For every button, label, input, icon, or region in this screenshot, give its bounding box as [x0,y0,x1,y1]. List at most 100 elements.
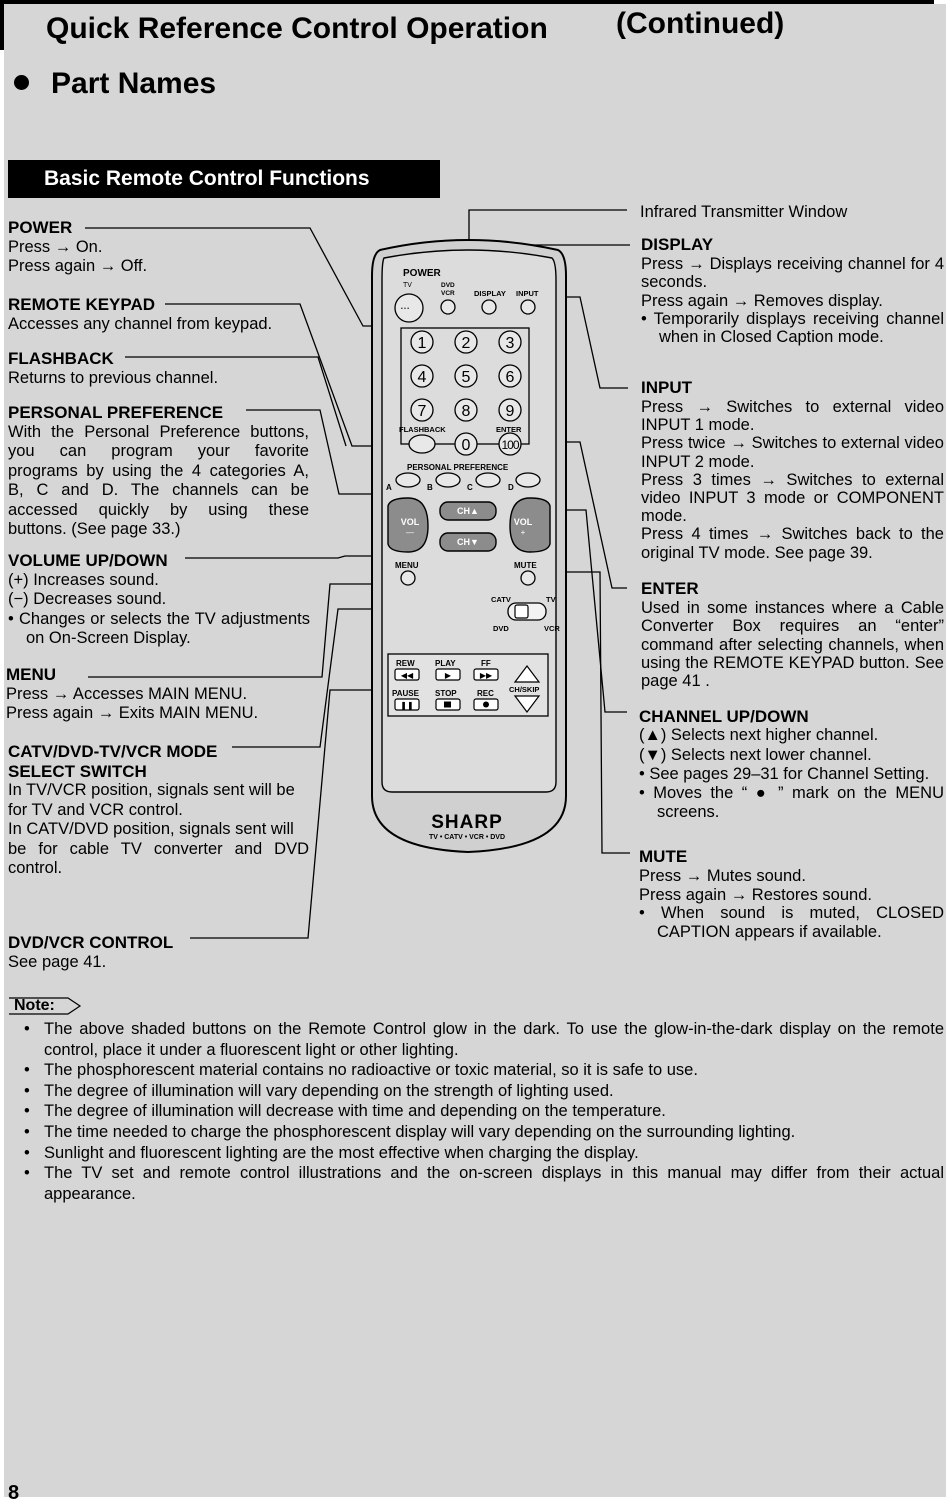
mute-line-1: Press → Mutes sound. [639,867,806,885]
pp-c-button[interactable] [475,472,501,488]
remote-zero-button[interactable] [454,432,478,456]
key-6[interactable]: 6 [506,369,515,386]
channel-block: CHANNEL UP/DOWN (▲) Selects next higher … [639,707,944,823]
display-text-1: Press → Displays receiving channel for 4… [641,255,944,292]
key-7[interactable]: 7 [418,403,427,420]
ch-up-label: CH▲ [457,506,479,516]
vol-minus-button[interactable] [387,497,429,553]
rec-icon [483,701,489,708]
menu-line-1: Press → Accesses MAIN MENU. [6,684,248,703]
flashback-line-1: Returns to previous channel. [8,368,219,387]
key-5[interactable]: 5 [462,369,471,386]
volume-line-2: (−) Decreases sound. [8,590,167,608]
key-4[interactable]: 4 [418,369,427,386]
mode-line-3: In CATV/DVD position, signals sent will [8,820,294,838]
mode-line-5: control. [8,859,63,877]
pp-b-button[interactable] [435,472,461,488]
personal-line-6: buttons. (See page 33.) [8,520,181,538]
volume-block: VOLUME UP/DOWN (+) Increases sound. (−) … [8,551,310,649]
note-item: The degree of illumination will vary dep… [24,1081,944,1102]
leader-menu [88,583,400,678]
display-text-2: Press again → Removes display. [641,291,883,310]
pp-c-label: C [467,483,473,492]
remote-dvd-vcr-button[interactable] [440,299,456,315]
part-names-heading: Part Names [14,66,216,102]
remote-input-label: INPUT [516,289,539,298]
chskip-label: CH/SKIP [509,685,539,694]
key-2[interactable]: 2 [462,335,471,352]
chskip-down-button[interactable] [513,695,541,713]
pause-label: PAUSE [392,689,420,698]
remote-menu-button[interactable] [400,570,416,586]
play-button[interactable] [435,668,461,681]
ch-down-button[interactable] [439,532,497,552]
volume-bullet: • Changes or selects the TV adjustments … [8,609,310,648]
remote-power-button[interactable] [394,293,424,323]
personal-line-5: accessed quickly by using these [8,500,309,519]
note-item: The TV set and remote control illustrati… [24,1163,944,1204]
rew-button[interactable] [394,668,420,681]
dvd-line-1: See page 41. [8,952,107,971]
mute-block: MUTE Press → Mutes sound. Press again → … [639,847,944,941]
pp-a-button[interactable] [395,472,421,488]
svg-text:• • •: • • • [401,306,409,312]
page-title-suffix: (Continued) [616,7,785,40]
key-1[interactable]: 1 [418,335,427,352]
menu-title: MENU [6,665,57,684]
personal-line-3: programs by using the 4 categories A, [8,461,309,480]
ff-button[interactable] [473,668,499,681]
mode-line-4: be for cable TV converter and DVD [8,839,309,858]
personal-block: PERSONAL PREFERENCE With the Personal Pr… [8,403,309,540]
switch-tv-label: TV [546,595,556,604]
key-8[interactable]: 8 [462,403,471,420]
remote-enter-label: ENTER [496,425,522,434]
stop-icon [444,701,451,708]
ch-up-button[interactable] [439,501,497,521]
personal-line-1: With the Personal Preference buttons, [8,422,309,441]
sharp-tagline: TV • CATV • VCR • DVD [429,834,505,841]
leader-personal [246,409,380,495]
mode-title-1: CATV/DVD-TV/VCR MODE [8,742,218,761]
personal-title: PERSONAL PREFERENCE [8,403,224,422]
remote-vcr-label: VCR [441,290,455,297]
pause-icon: ❚❚ [400,701,413,710]
pause-button[interactable] [394,698,420,711]
mute-bullet: • When sound is muted, CLOSED CAPTION ap… [639,904,944,941]
remote-display-button[interactable] [481,299,497,315]
section-title-bar: Basic Remote Control Functions [8,160,440,198]
ff-icon: ▶▶ [480,671,493,680]
mode-select-switch-knob[interactable] [514,604,529,619]
input-text-1: Press → Switches to external video INPUT… [641,398,944,435]
ff-label: FF [481,659,491,668]
remote-mute-button[interactable] [520,570,536,586]
remote-input-button[interactable] [520,299,536,315]
volume-line-1: (+) Increases sound. [8,570,159,589]
power-block: POWER Press → On. Press again → Off. [8,218,308,277]
remote-flashback-button[interactable] [408,434,436,454]
pp-d-button[interactable] [515,472,541,488]
power-title: POWER [8,218,73,237]
remote-100-button[interactable] [498,432,522,456]
note-item: Sunlight and fluorescent lighting are th… [24,1143,944,1164]
enter-block: ENTER Used in some instances where a Cab… [641,579,944,690]
input-text-2: Press twice → Switches to external video… [641,434,944,471]
chskip-up-button[interactable] [513,665,541,683]
enter-title: ENTER [641,579,699,598]
bullet-dot-icon [14,74,29,90]
remote-mute-label: MUTE [514,561,537,570]
display-block: DISPLAY Press → Displays receiving chann… [641,235,944,346]
pp-d-label: D [508,483,514,492]
personal-line-4: B, C and D. The channels can be [8,481,309,499]
enter-text: Used in some instances where a Cable Con… [641,599,944,691]
dvd-title: DVD/VCR CONTROL [8,933,174,952]
switch-vcr-label: VCR [544,624,560,633]
mode-line-2: for TV and VCR control. [8,800,183,819]
stop-label: STOP [435,689,457,698]
pp-b-label: B [427,483,433,492]
display-title: DISPLAY [641,235,714,254]
key-9[interactable]: 9 [506,403,515,420]
key-3[interactable]: 3 [506,335,515,352]
vol-plus-button[interactable] [509,497,551,553]
play-icon: ▶ [445,671,452,680]
remote-display-label: DISPLAY [474,289,506,298]
